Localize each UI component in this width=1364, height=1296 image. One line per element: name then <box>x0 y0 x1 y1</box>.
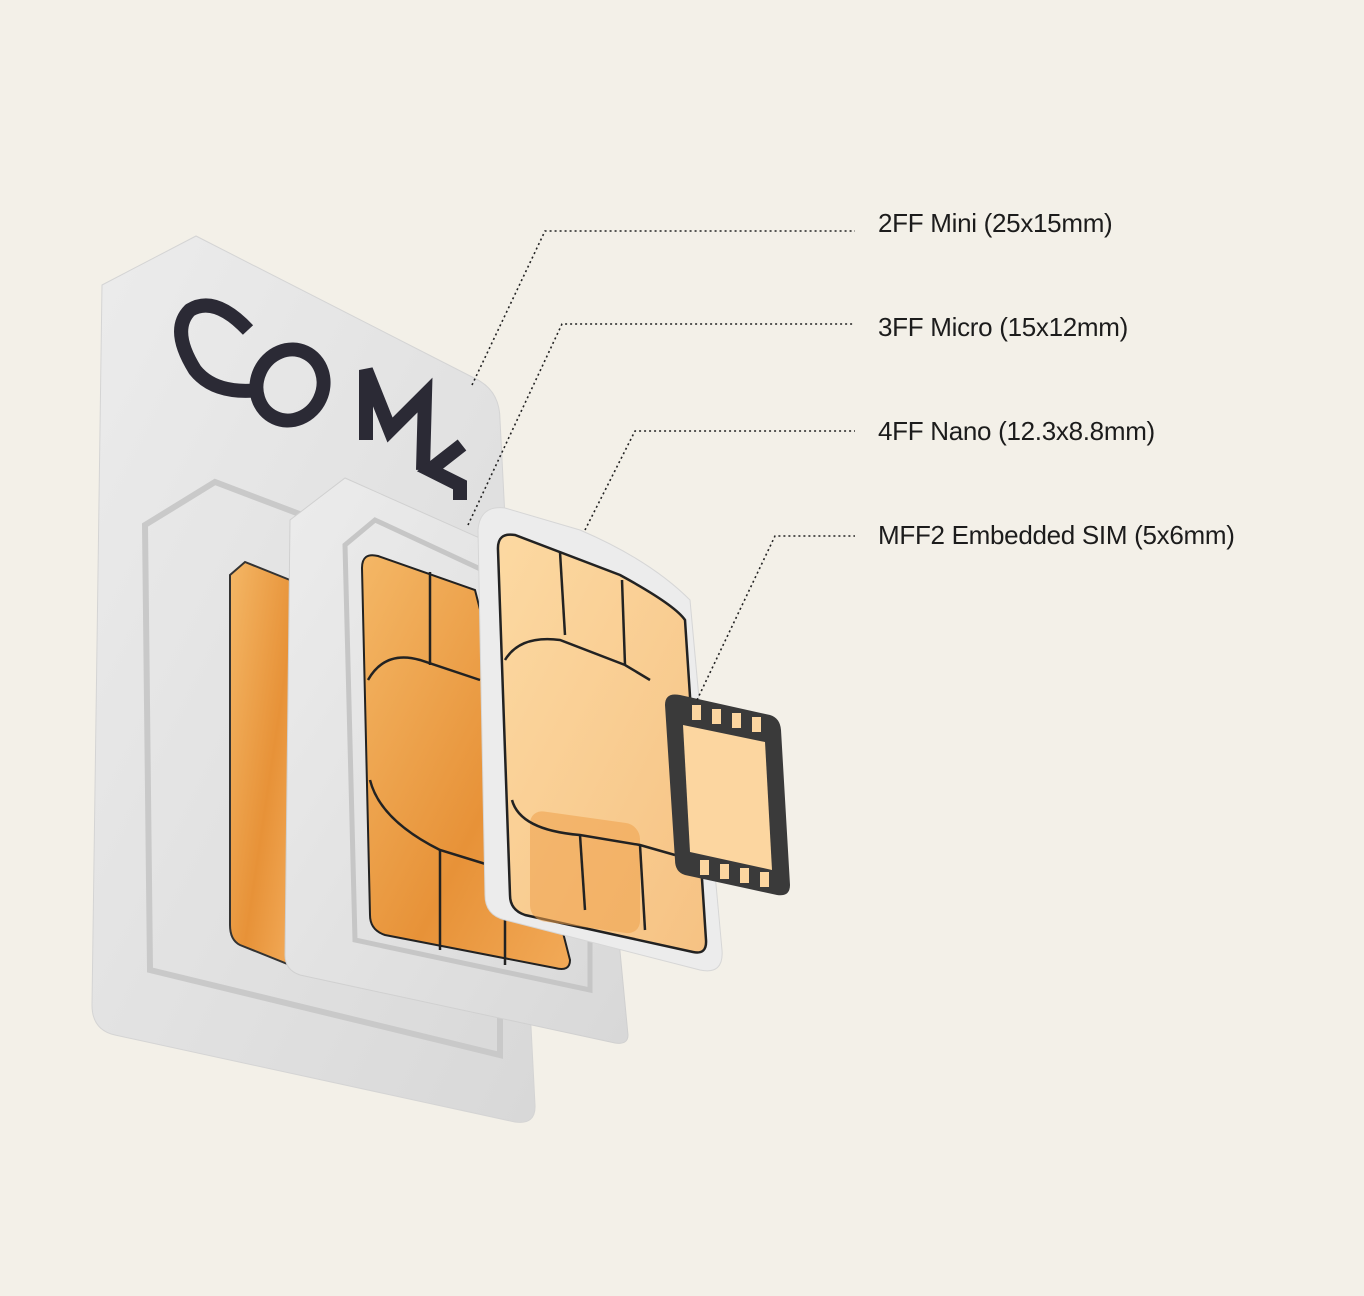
label-4ff-nano: 4FF Nano (12.3x8.8mm) <box>878 416 1155 446</box>
sim-4ff-nano <box>477 507 723 972</box>
label-mff2-embedded: MFF2 Embedded SIM (5x6mm) <box>878 520 1235 550</box>
label-2ff-mini: 2FF Mini (25x15mm) <box>878 208 1113 238</box>
leader-lines <box>467 230 855 701</box>
sim-mff2-embedded <box>665 694 790 896</box>
com4-logo <box>174 298 467 500</box>
label-3ff-micro: 3FF Micro (15x12mm) <box>878 312 1128 342</box>
chip-2ff <box>229 560 291 967</box>
